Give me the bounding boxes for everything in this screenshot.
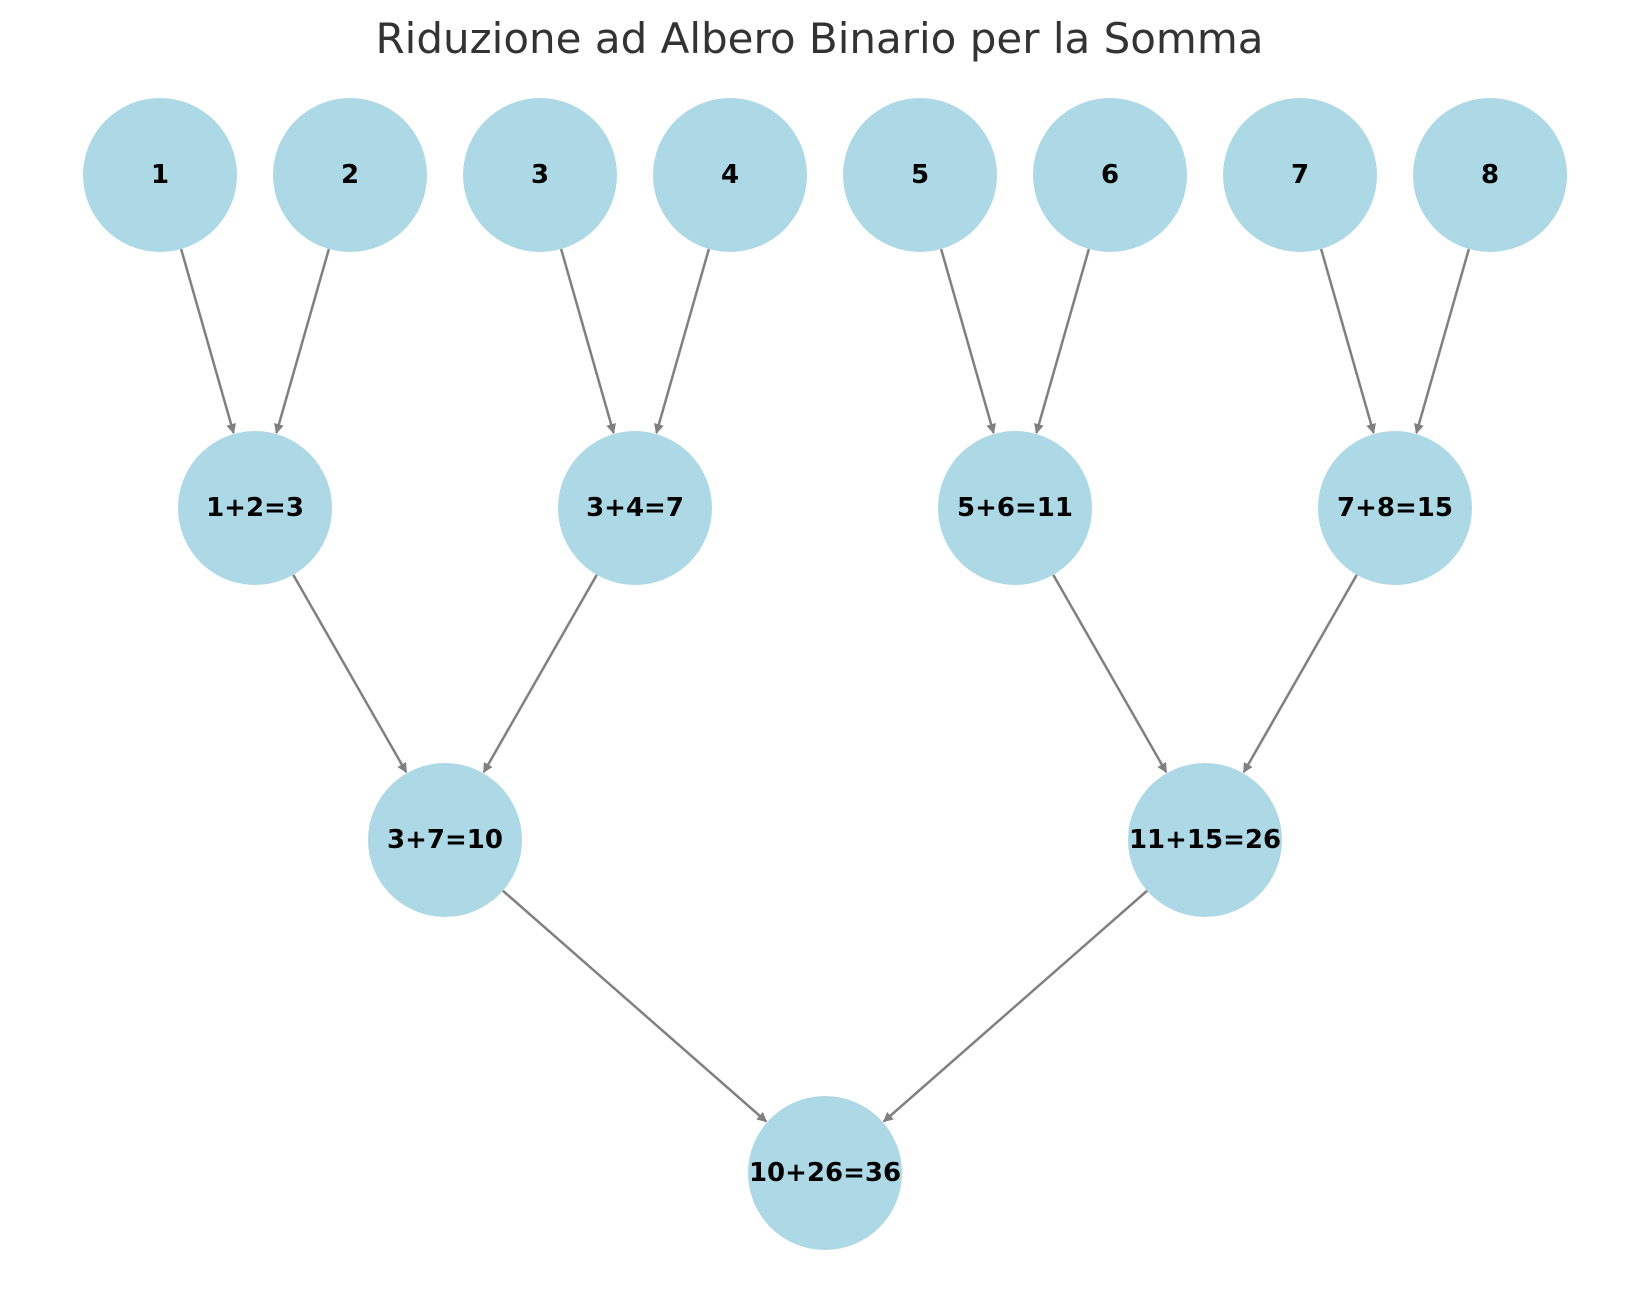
edge-arrow xyxy=(1034,248,1091,434)
node-circle xyxy=(1033,98,1187,252)
tree-node: 10+26=36 xyxy=(748,1096,902,1250)
edge-arrow xyxy=(1319,248,1376,434)
edge-arrow xyxy=(482,574,598,774)
node-circle xyxy=(1223,98,1377,252)
edge-arrow xyxy=(274,248,331,434)
node-label: 3 xyxy=(531,160,549,190)
node-label: 11+15=26 xyxy=(1129,825,1281,855)
node-circle xyxy=(273,98,427,252)
node-label: 3+4=7 xyxy=(586,493,684,523)
tree-node: 1+2=3 xyxy=(178,431,332,585)
edge-arrow xyxy=(559,248,616,434)
node-circle xyxy=(653,98,807,252)
node-circle xyxy=(83,98,237,252)
node-circle xyxy=(558,431,712,585)
node-circle xyxy=(368,763,522,917)
edge-arrow xyxy=(1414,248,1471,434)
tree-node: 7 xyxy=(1223,98,1377,252)
tree-node: 5 xyxy=(843,98,997,252)
edge-arrow xyxy=(654,248,711,434)
node-label: 7+8=15 xyxy=(1337,493,1453,523)
tree-node: 3+7=10 xyxy=(368,763,522,917)
edge-arrow xyxy=(939,248,996,434)
edge-arrow xyxy=(882,889,1148,1123)
edges-layer xyxy=(179,248,1471,1123)
edge-arrow xyxy=(1052,574,1168,774)
tree-node: 11+15=26 xyxy=(1128,763,1282,917)
node-label: 1 xyxy=(151,160,169,190)
edge-arrow xyxy=(292,574,408,774)
node-circle xyxy=(938,431,1092,585)
diagram-title: Riduzione ad Albero Binario per la Somma xyxy=(375,14,1263,63)
node-label: 1+2=3 xyxy=(206,493,304,523)
node-label: 3+7=10 xyxy=(387,825,503,855)
tree-node: 6 xyxy=(1033,98,1187,252)
tree-node: 3 xyxy=(463,98,617,252)
node-label: 7 xyxy=(1291,160,1309,190)
node-circle xyxy=(843,98,997,252)
edge-arrow xyxy=(502,889,768,1123)
nodes-layer: 1 2 3 4 5 6 7 8 1+2=3 3+4=7 5+6=11 7+8=15 3+7=10 11+1… xyxy=(83,98,1567,1250)
node-label: 5 xyxy=(911,160,929,190)
node-label: 8 xyxy=(1481,160,1499,190)
edge-arrow xyxy=(179,248,236,434)
node-circle xyxy=(178,431,332,585)
node-circle xyxy=(1128,763,1282,917)
node-label: 2 xyxy=(341,160,359,190)
tree-node: 1 xyxy=(83,98,237,252)
tree-node: 3+4=7 xyxy=(558,431,712,585)
tree-node: 8 xyxy=(1413,98,1567,252)
node-circle xyxy=(748,1096,902,1250)
node-label: 5+6=11 xyxy=(957,493,1073,523)
node-label: 4 xyxy=(721,160,739,190)
node-circle xyxy=(463,98,617,252)
edge-arrow xyxy=(1242,574,1358,774)
node-circle xyxy=(1318,431,1472,585)
node-label: 10+26=36 xyxy=(749,1158,901,1188)
tree-node: 7+8=15 xyxy=(1318,431,1472,585)
node-label: 6 xyxy=(1101,160,1119,190)
tree-node: 5+6=11 xyxy=(938,431,1092,585)
tree-node: 4 xyxy=(653,98,807,252)
tree-node: 2 xyxy=(273,98,427,252)
node-circle xyxy=(1413,98,1567,252)
